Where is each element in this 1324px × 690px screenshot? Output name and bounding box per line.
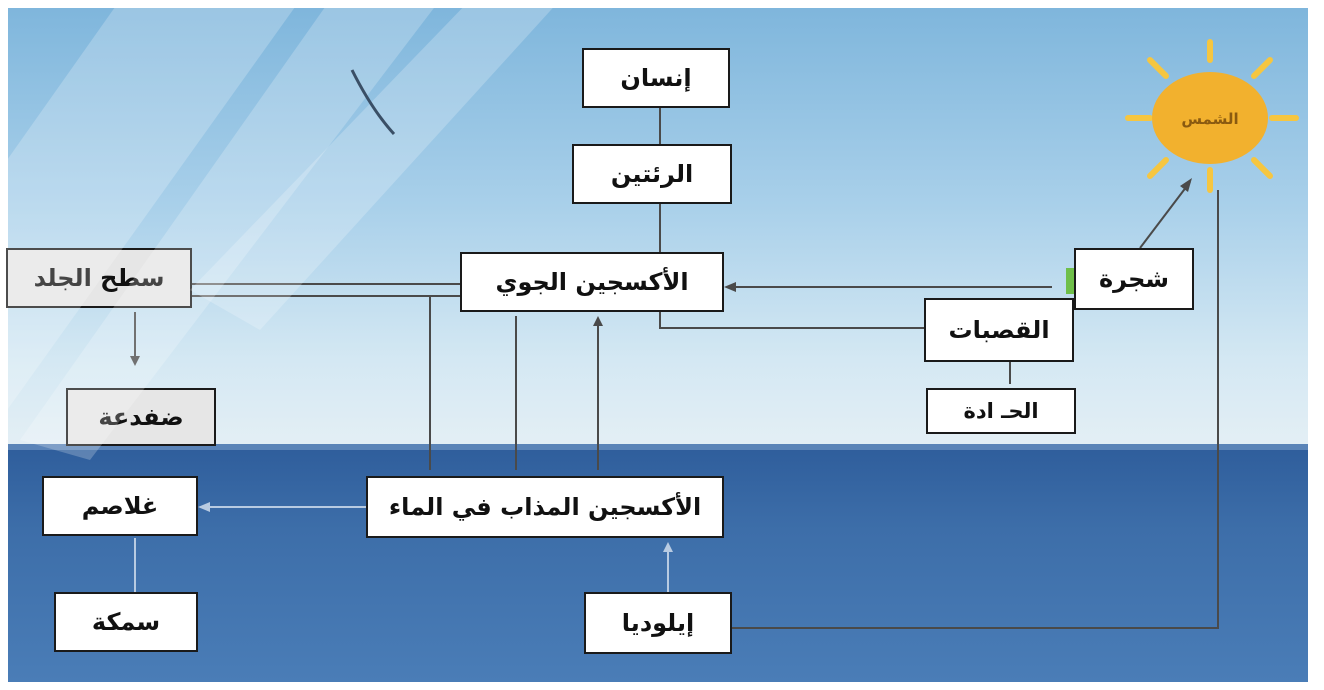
arrowhead — [198, 502, 210, 512]
node-lungs: الرئتين — [572, 144, 732, 204]
sun-ray — [1147, 57, 1169, 79]
arrowhead — [663, 542, 673, 552]
node-frog: ضفدعة — [66, 388, 216, 446]
link-sun-elodea — [732, 190, 1219, 629]
node-dissolved-oxygen: الأكسجين المذاب في الماء — [366, 476, 724, 538]
node-trachea: القصبات — [924, 298, 1074, 362]
sun-disc — [1152, 72, 1268, 164]
link-sun-tree — [1139, 181, 1191, 249]
water-surface — [8, 444, 1308, 450]
sun-ray — [1147, 157, 1169, 179]
node-skin-surface: سطح الجلد — [6, 248, 192, 308]
sun-ray — [1251, 57, 1273, 79]
link-atmospheric-oxygen-trachea — [659, 312, 924, 329]
sun-label: الشمس — [1181, 110, 1238, 128]
arrowhead — [1180, 178, 1192, 192]
arrowhead — [593, 316, 603, 326]
node-gills: غلاصم — [42, 476, 198, 536]
arrowhead — [724, 282, 736, 292]
node-human: إنسان — [582, 48, 730, 108]
node-elodea: إيلوديا — [584, 592, 732, 654]
node-fish: سمكة — [54, 592, 198, 652]
arrowhead — [130, 356, 140, 366]
node-atmospheric-oxygen: الأكسجين الجوي — [460, 252, 724, 312]
tree-marker — [1066, 268, 1074, 294]
sun: الشمس — [1125, 39, 1299, 193]
sun-ray — [1251, 157, 1273, 179]
node-tree: شجرة — [1074, 248, 1194, 310]
node-grasshopper: الحـ ادة — [926, 388, 1076, 434]
